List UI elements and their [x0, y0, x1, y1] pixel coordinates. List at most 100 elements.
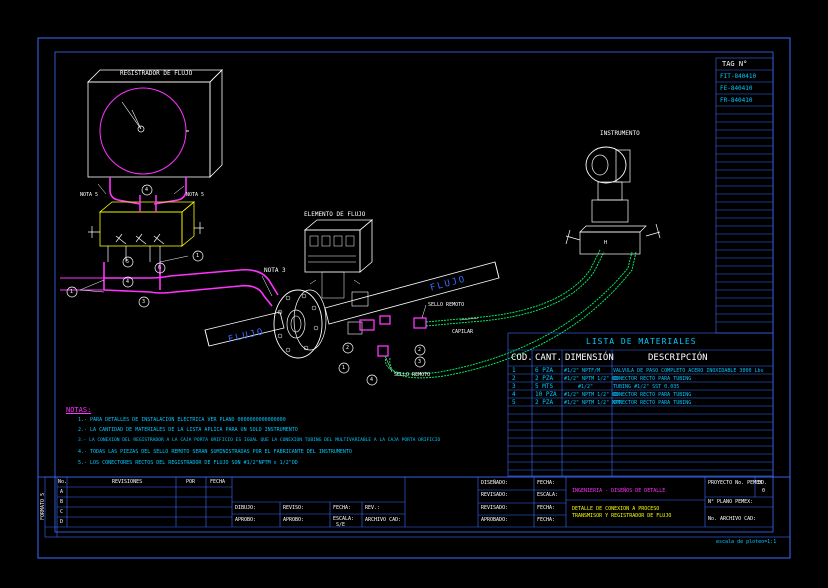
sello-remoto-top: SELLO REMOTO: [428, 302, 465, 308]
rev-letter-c: C: [60, 509, 64, 515]
tag-table-grid: [715, 57, 774, 334]
proyecto-label: PROYECTO No. PEMEX: [708, 480, 763, 486]
bom-dim: #1/2" NPTF/M: [564, 368, 601, 374]
tag-item-2: FE-840410: [720, 85, 753, 92]
rev-letter-d: D: [60, 519, 64, 525]
note-3: 3.- LA CONEXION DEL REGISTRADOR A LA CAJ…: [78, 438, 441, 443]
sello-remoto-bottom: SELLO REMOTO: [394, 372, 431, 378]
revisado-label: REVISADO:: [481, 492, 509, 498]
bom-desc: CONECTOR RECTO PARA TUBING: [613, 376, 692, 382]
formato-label: FORMATO 5: [40, 492, 46, 520]
bubble-4b: 4: [126, 279, 130, 285]
bom-cod: 5: [512, 399, 516, 406]
nota5-right-label: NOTA 5: [186, 192, 205, 198]
escala-value: S/E: [336, 522, 346, 528]
bubble-5: 5: [126, 259, 130, 265]
bom-cant: 10 PZA: [535, 391, 557, 398]
bom-header-desc: DESCRIPCIÓN: [648, 353, 708, 363]
fecha-label-1: FECHA:: [333, 505, 352, 511]
capilar-label: CAPILAR: [452, 329, 474, 335]
outer-frame: [37, 37, 791, 559]
bom-desc: CONECTOR RECTO PARA TUBING: [613, 400, 692, 406]
archivo-cad-no-label: No. ARCHIVO CAD:: [708, 516, 757, 522]
note-1: 1.- PARA DETALLES DE INSTALACION ELECTRI…: [78, 417, 286, 423]
bom-cod: 3: [512, 383, 516, 390]
capillary-lines: [385, 249, 637, 379]
bom-cod: 4: [512, 391, 516, 398]
bom-desc: TUBING #1/2" SST 0.035: [613, 384, 680, 390]
dibujo-label: DIBUJO:: [235, 505, 257, 511]
bom-header-cant: CANT.: [535, 353, 563, 363]
disenado-label: DISEÑADO:: [481, 480, 509, 486]
title-block-grid: [44, 476, 791, 538]
plano-label: N° PLANO PEMEX:: [708, 499, 754, 505]
bubble-3: 3: [142, 299, 146, 305]
detail-title-line-1: DETALLE DE CONEXION A PROCESO: [572, 506, 660, 512]
rev-letter-b: B: [60, 499, 64, 505]
bubble-2a: 2: [346, 345, 350, 351]
process-pipe: [204, 261, 500, 347]
tubing-left-b: [103, 284, 273, 307]
bom-cod: 1: [512, 367, 516, 374]
fecha-label-2: FECHA:: [537, 480, 556, 486]
bom-header-dim: DIMENSIÓN: [565, 353, 614, 363]
bom-dim: #1/2": [578, 384, 594, 390]
bom-cant: 2 PZA: [535, 399, 554, 406]
notes-title: NOTAS:: [66, 406, 92, 414]
edicion-label: ED.: [758, 480, 768, 486]
rev-col-por: POR: [186, 479, 196, 485]
company-name: INGENIERIA - DISEÑOS DE DETALLE: [572, 488, 666, 494]
tag-header: TAG N°: [722, 60, 748, 68]
bubble-4: 4: [145, 187, 149, 193]
escala-label: ESCALA:: [333, 516, 355, 522]
aprobo-label-2: APROBO:: [283, 517, 305, 523]
bubble-3b: 3: [418, 359, 422, 365]
tag-item-3: FR-840410: [720, 97, 753, 104]
bubble-6: 6: [158, 265, 162, 271]
flow-element: [303, 219, 374, 335]
note-2: 2.- LA CANTIDAD DE MATERIALES DE LA LIST…: [78, 427, 298, 433]
rev-label: REV.:: [365, 505, 381, 511]
orifice-flange: [273, 289, 327, 359]
flow-element-label: ELEMENTO DE FLUJO: [304, 211, 366, 218]
note-4: 4.- TODAS LAS PIEZAS DEL SELLO REMOTO SE…: [78, 449, 352, 455]
bom-title: LISTA DE MATERIALES: [586, 337, 697, 346]
bubble-4c: 4: [370, 377, 374, 383]
bubble-1c: 1: [342, 365, 346, 371]
bubble-1a: 1: [196, 253, 200, 259]
detail-title-line-2: TRANSMISOR Y REGISTRADOR DE FLUJO: [572, 513, 672, 519]
remote-seals: [359, 315, 427, 357]
bom-table-grid: [507, 332, 774, 477]
bom-cant: 6 PZA: [535, 367, 554, 374]
revisado-label-2: REVISADO:: [481, 505, 509, 511]
rev-col-revisiones: REVISIONES: [112, 479, 143, 485]
bubble-2b: 2: [418, 347, 422, 353]
instrument-label: INSTRUMENTO: [600, 130, 640, 137]
bom-desc: CONECTOR RECTO PARA TUBING: [613, 392, 692, 398]
bom-cant: 2 PZA: [535, 375, 554, 382]
bubble-1b: 1: [70, 289, 74, 295]
aprobado-label: APROBADO:: [481, 517, 509, 523]
rev-col-no: No.: [58, 479, 68, 485]
bom-cant: 5 MTS: [535, 383, 554, 390]
edicion-value: 0: [762, 488, 766, 494]
bom-cod: 2: [512, 375, 516, 382]
rev-letter-a: A: [60, 489, 64, 495]
bom-desc: VALVULA DE PASO COMPLETO ACERO INOXIDABL…: [613, 368, 764, 374]
bom-dim: #1/2" NPTM 1/2" OD: [564, 392, 619, 398]
valve-manifold: [88, 195, 204, 290]
bom-header-cod: COD.: [511, 353, 533, 363]
bom-dim: #1/2" NPTM 1/2" OD: [564, 376, 619, 382]
scale-note: escala de ploteo=1:1: [716, 539, 777, 545]
fecha-label-3: FECHA:: [537, 505, 556, 511]
tag-item-1: FIT-840410: [720, 73, 757, 80]
bom-dim: #1/2" NPTM 1/2" NPT: [564, 400, 622, 406]
fecha-label-4: FECHA:: [537, 517, 556, 523]
recorder-title: REGISTRADOR DE FLUJO: [120, 70, 193, 77]
rev-col-fecha: FECHA: [210, 479, 226, 485]
flow-recorder: [87, 69, 223, 205]
tubing-left-a: [104, 268, 279, 296]
reviso-label: REVISO:: [283, 505, 305, 511]
aprobo-label-1: APROBO:: [235, 517, 257, 523]
